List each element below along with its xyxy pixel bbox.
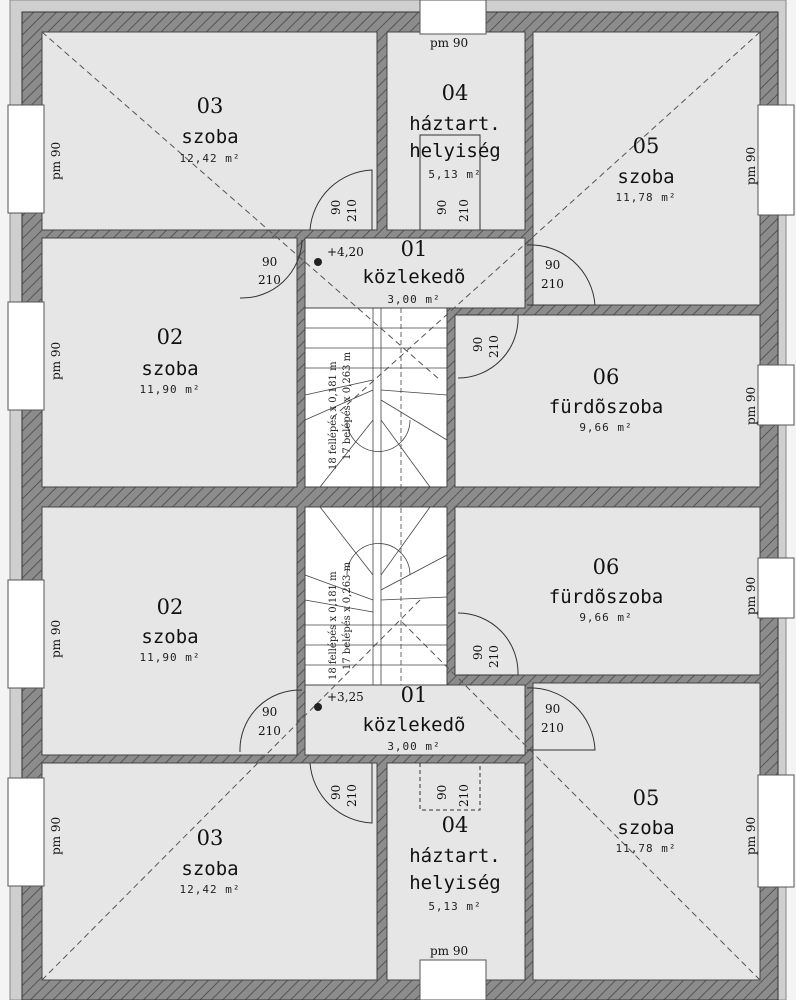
stairs-risers-top: 18 fellépés x 0,181 m [328, 361, 339, 470]
rooms-top-05-name-label: szoba [617, 166, 674, 188]
rooms-bot-05-number-label: 05 [633, 786, 660, 810]
rooms-bot-01-name-label: közlekedõ [363, 714, 466, 736]
door-width-label: 90 [262, 705, 277, 719]
window-label-label: pm 90 [49, 620, 63, 658]
door-height-label: 210 [487, 645, 501, 668]
door-height-label: 210 [457, 199, 471, 222]
room-02-top [41, 237, 298, 488]
rooms-bot-01-number-label: 01 [401, 683, 428, 707]
rooms-bot-04-area-label: 5,13 m² [428, 900, 481, 913]
stairs-top [304, 307, 448, 488]
rooms-top-04-name1-label: háztart. [409, 113, 501, 135]
door-width-label: 90 [262, 255, 277, 269]
rooms-bot-04-number-label: 04 [442, 813, 469, 837]
window-label-label: pm 90 [430, 36, 468, 50]
rooms-top-03-name-label: szoba [181, 126, 238, 148]
level-markers: +4,20 +3,25 [314, 245, 364, 711]
rooms-bot-02-name-label: szoba [141, 626, 198, 648]
stairs-treads-top: 17 belépés x 0,263 m [342, 351, 353, 460]
rooms-top-03-area-label: 12,42 m² [180, 152, 241, 165]
door-width-label: 90 [545, 258, 560, 272]
window-label-label: pm 90 [49, 342, 63, 380]
door-width-label: 90 [545, 702, 560, 716]
rooms-top-03-number-label: 03 [197, 94, 224, 118]
rooms-bot-04-name1-label: háztart. [409, 845, 501, 867]
rooms-bot-06-number-label: 06 [593, 555, 620, 579]
door-height-label: 210 [258, 724, 281, 738]
rooms-bot-06-area-label: 9,66 m² [579, 611, 632, 624]
door-height-label: 210 [345, 199, 359, 222]
rooms-top-01-name-label: közlekedõ [363, 266, 466, 288]
rooms-top-02-number-label: 02 [157, 325, 184, 349]
door-swings [239, 134, 596, 824]
rooms-bot-03-name-label: szoba [181, 858, 238, 880]
window-label-label: pm 90 [744, 577, 758, 615]
rooms-top-06-name-label: fürdõszoba [549, 396, 663, 418]
rooms-top-02-area-label: 11,90 m² [140, 383, 201, 396]
door-height-label: 210 [541, 277, 564, 291]
rooms-top-06-area-label: 9,66 m² [579, 421, 632, 434]
rooms-bot-02-number-label: 02 [157, 595, 184, 619]
room-06-top [454, 314, 761, 488]
rooms-bot-06-name-label: fürdõszoba [549, 586, 663, 608]
staircase: 18 fellépés x 0,181 m 17 belépés x 0,263… [304, 308, 448, 685]
stairs-bottom [304, 506, 448, 686]
door-width-label: 90 [471, 337, 485, 352]
room-04-bottom [386, 762, 526, 981]
level-lower: +3,25 [327, 690, 364, 704]
door-width-label: 90 [329, 785, 343, 800]
rooms-top-02-name-label: szoba [141, 358, 198, 380]
window-label-label: pm 90 [49, 817, 63, 855]
rooms-top-04-number-label: 04 [442, 81, 469, 105]
stairs-treads-bottom: 17 belépés x 0,263 m [342, 561, 353, 670]
rooms-bot-05-name-label: szoba [617, 817, 674, 839]
rooms-top-01-area-label: 3,00 m² [387, 293, 440, 306]
window-label-label: pm 90 [430, 944, 468, 958]
door-height-label: 210 [457, 784, 471, 807]
room-06-bottom [454, 506, 761, 676]
door-height-label: 210 [258, 273, 281, 287]
diagonal-markers [41, 31, 761, 981]
room-01-bottom [304, 684, 526, 756]
rooms-bot-03-number-label: 03 [197, 826, 224, 850]
rooms-bot-05-area-label: 11,78 m² [616, 842, 677, 855]
rooms-top-01-number-label: 01 [401, 237, 428, 261]
rooms [41, 31, 761, 981]
window-labels: pm 90 pm 90 pm 90 pm 90 pm 90 pm 90 pm 9… [49, 36, 758, 958]
room-03-bottom [41, 762, 378, 981]
room-05-bottom [532, 682, 761, 981]
room-03-top [41, 31, 378, 231]
level-upper: +4,20 [327, 245, 364, 259]
room-01-top [304, 237, 526, 309]
window-label-label: pm 90 [744, 817, 758, 855]
room-04-top [386, 31, 526, 231]
rooms-bot-01-area-label: 3,00 m² [387, 740, 440, 753]
rooms-top-05-area-label: 11,78 m² [616, 191, 677, 204]
room-labels: 03 szoba 12,42 m² 04 háztart. helyiség 5… [140, 81, 677, 913]
window-label-label: pm 90 [49, 142, 63, 180]
rooms-bot-02-area-label: 11,90 m² [140, 651, 201, 664]
window-label-label: pm 90 [744, 387, 758, 425]
room-02-bottom [41, 506, 298, 756]
door-width-label: 90 [329, 200, 343, 215]
door-width-label: 90 [471, 645, 485, 660]
window-label-label: pm 90 [744, 147, 758, 185]
door-width-label: 90 [435, 200, 449, 215]
rooms-bot-03-area-label: 12,42 m² [180, 883, 241, 896]
rooms-top-04-name2-label: helyiség [409, 140, 501, 162]
door-height-label: 210 [487, 335, 501, 358]
door-width-label: 90 [435, 785, 449, 800]
windows [7, 0, 795, 1000]
rooms-top-06-number-label: 06 [593, 365, 620, 389]
rooms-top-05-number-label: 05 [633, 134, 660, 158]
door-height-label: 210 [541, 721, 564, 735]
rooms-bot-04-name2-label: helyiség [409, 872, 501, 894]
door-height-label: 210 [345, 784, 359, 807]
rooms-top-04-area-label: 5,13 m² [428, 168, 481, 181]
stairs-risers-bottom: 18 fellépés x 0,181 m [328, 571, 339, 680]
